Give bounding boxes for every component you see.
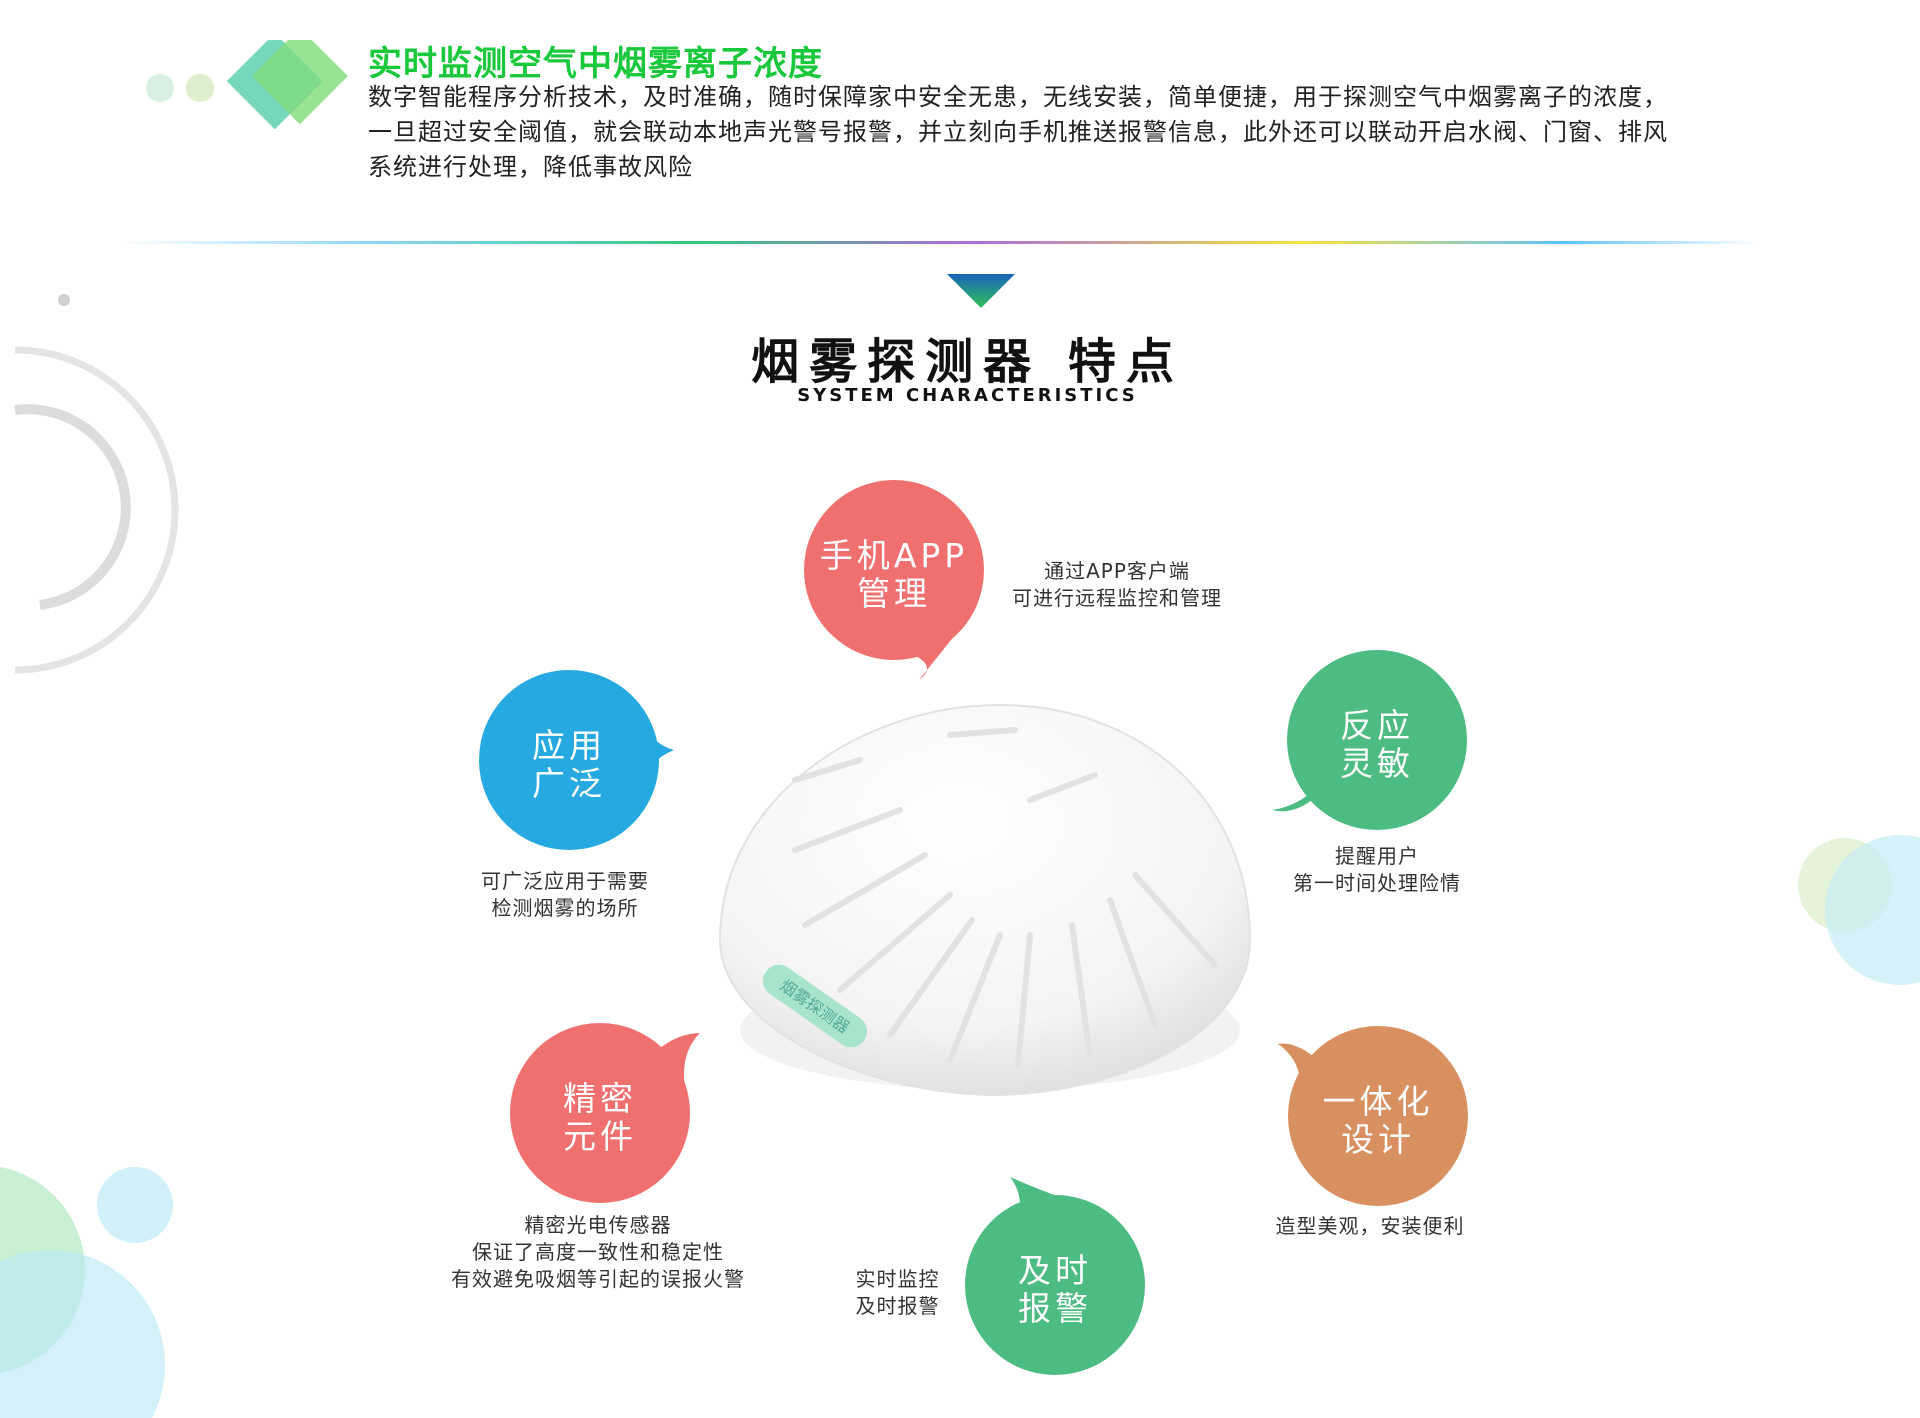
bubble-line1: 反应 xyxy=(1340,706,1414,745)
feature-desc-wide: 可广泛应用于需要 检测烟雾的场所 xyxy=(440,868,690,922)
feature-desc-precision: 精密光电传感器 保证了高度一致性和稳定性 有效避免吸烟等引起的误报火警 xyxy=(418,1212,778,1293)
bubble-line2: 报警 xyxy=(1018,1289,1092,1328)
feature-bubble-app: 手机APP 管理 xyxy=(789,470,999,680)
smoke-detector-image: 烟雾探测器 xyxy=(718,703,1252,1097)
bubble-line2: 管理 xyxy=(857,574,931,613)
bubble-shape xyxy=(965,1177,1145,1375)
feature-bubble-integrated: 一体化 设计 xyxy=(1273,1016,1483,1226)
feature-desc-app: 通过APP客户端 可进行远程监控和管理 xyxy=(992,558,1242,612)
bubble-shape xyxy=(1272,650,1467,830)
bubble-line1: 及时 xyxy=(1018,1251,1092,1290)
desc-line: 有效避免吸烟等引起的误报火警 xyxy=(451,1267,745,1291)
feature-bubble-precision: 精密 元件 xyxy=(495,1013,705,1223)
rainbow-divider xyxy=(120,241,1760,244)
feature-bubble-alarm: 及时 报警 xyxy=(950,1177,1160,1395)
section-subtitle: SYSTEM CHARACTERISTICS xyxy=(797,385,1138,406)
desc-line: 保证了高度一致性和稳定性 xyxy=(472,1240,724,1264)
desc-line: 通过APP客户端 xyxy=(1044,559,1190,583)
bubble-line2: 广泛 xyxy=(532,764,606,803)
feature-desc-alarm: 实时监控 及时报警 xyxy=(835,1266,960,1320)
bubble-line2: 设计 xyxy=(1341,1120,1415,1159)
bubble-line2: 灵敏 xyxy=(1340,744,1414,783)
feature-desc-response: 提醒用户 第一时间处理险情 xyxy=(1252,843,1502,897)
bubble-shape xyxy=(1278,1026,1468,1206)
bubble-line1: 手机APP xyxy=(819,536,969,575)
bottom-left-circles-decoration xyxy=(0,1166,173,1418)
bubble-shape xyxy=(510,1023,700,1203)
desc-line: 可进行远程监控和管理 xyxy=(1012,586,1222,610)
bubble-shape xyxy=(479,670,674,850)
feature-bubble-wide: 应用 广泛 xyxy=(464,660,674,870)
feature-desc-integrated: 造型美观，安装便利 xyxy=(1230,1213,1510,1240)
desc-line: 可广泛应用于需要 xyxy=(481,869,649,893)
desc-line: 及时报警 xyxy=(855,1294,940,1318)
desc-line: 实时监控 xyxy=(855,1267,940,1291)
bubble-shape xyxy=(804,480,984,680)
desc-line: 第一时间处理险情 xyxy=(1293,871,1461,895)
intro-title: 实时监测空气中烟雾离子浓度 xyxy=(368,44,823,84)
bubble-line1: 一体化 xyxy=(1322,1082,1434,1121)
intro-description: 数字智能程序分析技术，及时准确，随时保障家中安全无患，无线安装，简单便捷，用于探… xyxy=(368,83,1668,181)
desc-line: 提醒用户 xyxy=(1335,844,1419,868)
desc-line: 精密光电传感器 xyxy=(524,1213,672,1237)
bubble-line2: 元件 xyxy=(563,1117,637,1156)
section-title: 烟雾探测器 特点 xyxy=(751,334,1184,390)
down-triangle-icon xyxy=(947,274,1015,308)
bubble-line1: 精密 xyxy=(563,1079,637,1118)
bubble-line1: 应用 xyxy=(532,726,606,765)
desc-line: 造型美观，安装便利 xyxy=(1275,1214,1465,1238)
feature-bubble-response: 反应 灵敏 xyxy=(1272,640,1482,850)
right-circles-decoration xyxy=(1798,835,1920,985)
diamond-logo-icon xyxy=(146,40,348,130)
desc-line: 检测烟雾的场所 xyxy=(491,896,639,920)
